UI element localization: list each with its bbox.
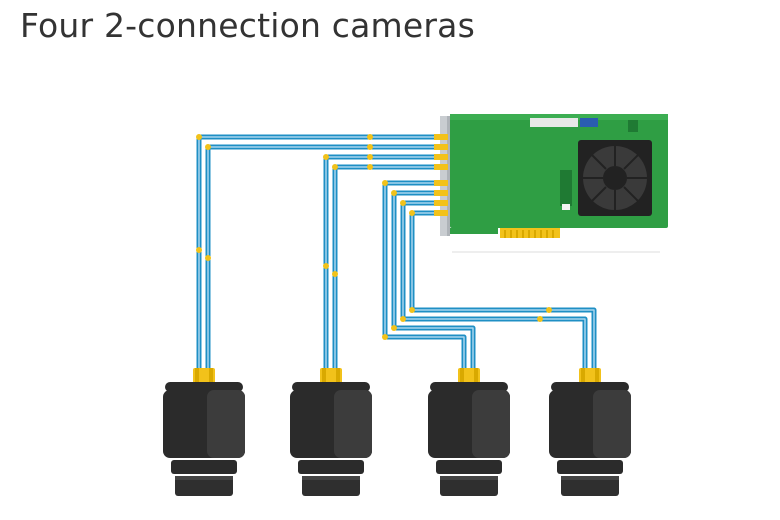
page-title: Four 2-connection cameras: [20, 6, 475, 45]
cable-camera-2: [323, 154, 434, 372]
camera-2: [290, 368, 372, 496]
cable-camera-4: [400, 200, 597, 372]
frame-grabber-card: [434, 114, 668, 253]
camera-4: [549, 368, 631, 496]
cable-joints: [196, 134, 552, 340]
camera-3: [428, 368, 510, 496]
camera-1: [163, 368, 245, 496]
